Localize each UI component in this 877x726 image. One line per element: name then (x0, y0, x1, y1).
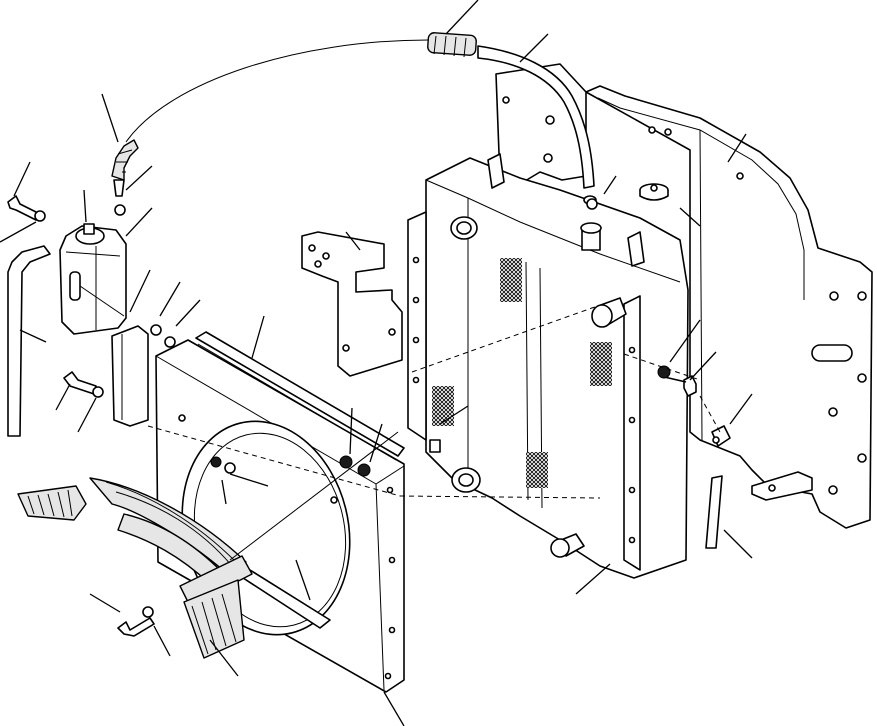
bolt (63, 371, 97, 395)
fan-guard-grille (17, 477, 253, 659)
nut (339, 455, 353, 469)
nut (657, 365, 671, 379)
nut (357, 463, 371, 477)
coolant-reserve-tank (59, 223, 127, 335)
radiator-cap (639, 183, 669, 201)
tank-bracket (111, 325, 149, 427)
nut (210, 456, 222, 468)
washer (92, 386, 104, 398)
core-mesh (432, 258, 612, 488)
engine-mount-plate (585, 85, 873, 529)
shroud-bracket-upper (495, 63, 587, 185)
leader-lines (0, 0, 753, 726)
washer (150, 324, 162, 336)
shroud-bracket (301, 231, 403, 377)
tank-outlet-hose (7, 245, 51, 437)
overflow-line (125, 39, 429, 143)
drain-hose (705, 475, 723, 549)
fan-shroud (155, 339, 405, 693)
fasteners (7, 195, 697, 637)
tank-cap (75, 223, 105, 245)
radiator-upper-hose (427, 32, 597, 205)
shroud-seal (195, 331, 405, 461)
assembly-lines (79, 285, 721, 561)
washer (224, 462, 236, 474)
washer (164, 336, 176, 348)
washer (142, 606, 154, 618)
washer (114, 204, 126, 216)
drain-valve (711, 425, 731, 447)
washer (34, 210, 46, 222)
washer (586, 198, 598, 210)
overflow-hose (111, 139, 139, 197)
radiator-assembly (407, 153, 689, 579)
bolt (117, 617, 155, 637)
